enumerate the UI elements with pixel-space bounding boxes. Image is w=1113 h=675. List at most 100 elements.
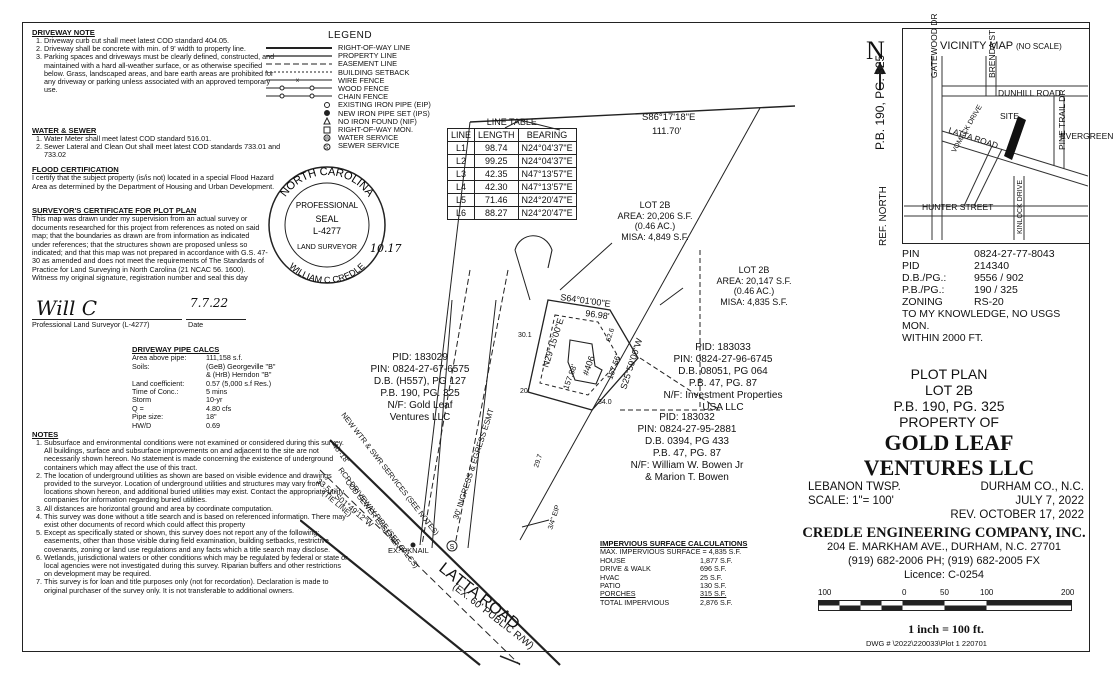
flood-text: I certify that the subject property (is/… — [32, 173, 275, 191]
list-item: This survey was done without a title sea… — [44, 512, 350, 529]
legend-item: EASEMENT LINE — [338, 59, 398, 69]
vicinity-title: VICINITY MAP (NO SCALE) — [940, 40, 1062, 52]
calc-label: PATIO — [600, 581, 621, 591]
table-cell: N24°20'47"E — [517, 206, 577, 220]
seal-hw-date: 10.17.22 — [370, 242, 402, 255]
knowledge-line: WITHIN 2000 FT. — [902, 332, 984, 344]
legend-item: SEWER SERVICE — [338, 141, 400, 151]
title-line: PLOT PLAN — [910, 366, 988, 382]
table-cell: N24°04'37"E — [517, 141, 577, 155]
dist-157a: 157.88' — [561, 363, 579, 391]
street-sub: (EX. 60' PUBLIC R/W) — [450, 582, 535, 652]
table-cell: L1 — [446, 141, 476, 155]
impervious-title: IMPERVIOUS SURFACE CALCULATIONS — [600, 539, 748, 548]
label-line: P.B. 47, PG. 87 — [688, 378, 758, 389]
info-value: 214340 — [974, 260, 1010, 272]
surveyor-title: SURVEYOR'S CERTIFICATE FOR PLOT PLAN — [32, 206, 197, 215]
table-cell: L6 — [446, 206, 476, 220]
label-line: LOT 2B — [639, 200, 671, 210]
notes-title: NOTES — [32, 430, 59, 439]
table-cell: 42.35 — [474, 167, 519, 181]
label-line: AREA: 20,206 S.F. — [617, 210, 693, 221]
company-phone: (919) 682-2006 PH; (919) 682-2005 FX — [847, 555, 1040, 567]
info-value: 190 / 325 — [974, 284, 1018, 296]
surveyor-text: This map was drawn under my supervision … — [32, 214, 268, 283]
map-street-gatewood: GATEWOOD DR — [929, 13, 939, 78]
legend-item: NO IRON FOUND (NIF) — [338, 116, 417, 126]
label-line: PID: 183032 — [659, 412, 715, 423]
label-line: PID: 183033 — [695, 342, 751, 353]
list-item: Wetlands, jurisdictional waters or other… — [44, 553, 350, 579]
knowledge-line: TO MY KNOWLEDGE, NO USGS MON. — [902, 308, 1061, 332]
calc-value: 130 S.F. — [700, 581, 727, 591]
title-line: PROPERTY OF — [899, 414, 999, 430]
scale-tick: 100 — [980, 588, 994, 597]
list-item: Driveway shall be concrete with min. of … — [44, 44, 282, 53]
seal-number: L-4277 — [313, 226, 341, 236]
list-item: Parking spaces and driveways must be cle… — [44, 53, 282, 94]
map-site: SITE — [1000, 111, 1019, 121]
svg-text:x: x — [296, 78, 299, 84]
legend-item: RIGHT-OF-WAY MON. — [338, 125, 413, 135]
impervious-max: MAX. IMPERVIOUS SURFACE = 4,835 S.F. — [600, 547, 742, 557]
map-street-kinlock: KINLOCK DRIVE — [1017, 179, 1024, 234]
label-line: LOT 2B — [738, 265, 770, 275]
column-header: BEARING — [517, 128, 577, 142]
revision-date: REV. OCTOBER 17, 2022 — [950, 509, 1084, 521]
eip-label: EX. PKNAIL — [388, 546, 429, 555]
info-label: PID — [902, 260, 920, 272]
owner-name-line1: GOLD LEAF — [884, 430, 1014, 455]
pb-side-label: P.B. 190, PG. 325 — [873, 54, 887, 150]
vicinity-title-text: VICINITY MAP — [940, 40, 1013, 52]
dist-20: 20' — [520, 388, 529, 395]
list-item: Water Meter shall meet latest COD standa… — [44, 134, 282, 143]
title-line: LOT 2B — [925, 382, 973, 398]
map-street-evergreen: EVERGREEN — [1060, 131, 1113, 141]
owner-name-line2: VENTURES LLC — [863, 455, 1035, 480]
label-line: (0.46 AC.) — [634, 221, 676, 231]
pid-183029-label: PID: 183029 PIN: 0824-27-67-6575 D.B. (H… — [345, 352, 495, 424]
legend-title: LEGEND — [328, 30, 373, 41]
legend-list: RIGHT-OF-WAY LINE PROPERTY LINE EASEMENT… — [338, 43, 431, 151]
calc-label: Area above pipe: — [132, 353, 187, 363]
legend-item: PROPERTY LINE — [338, 51, 397, 61]
legend-symbols: x W S — [266, 47, 332, 151]
scale-tick: 200 — [1061, 588, 1075, 597]
table-cell: 88.27 — [474, 206, 519, 220]
info-value: 0824-27-77-8043 — [974, 248, 1055, 260]
company-name: CREDLE ENGINEERING COMPANY, INC. — [802, 525, 1086, 541]
calc-label: HW/D — [132, 420, 152, 430]
scale-tick: 50 — [940, 588, 949, 597]
north-arrow-icon — [874, 62, 886, 90]
table-cell: 71.46 — [474, 193, 519, 207]
calc-value: 4.80 cfs — [206, 403, 232, 413]
tree-label: 3/4" EIP — [547, 504, 562, 531]
lot-distance: 96.98' — [585, 308, 611, 321]
house-number: #406 — [580, 354, 596, 376]
info-label: ZONING — [902, 296, 943, 308]
ref-north-label: REF. NORTH — [878, 186, 889, 246]
scale-text: 1 inch = 100 ft. — [908, 622, 984, 636]
scale-tick: 100 — [818, 588, 832, 597]
total-label: TOTAL IMPERVIOUS — [600, 597, 670, 607]
water-sewer-note: WATER & SEWER Water Meter shall meet lat… — [32, 126, 282, 160]
flood-title: FLOOD CERTIFICATION — [32, 165, 119, 174]
driveway-pipe-calcs: DRIVEWAY PIPE CALCS Area above pipe:111,… — [132, 345, 332, 430]
table-cell: N24°04'37"E — [517, 154, 577, 168]
info-value: 9556 / 902 — [974, 272, 1024, 284]
info-label: P.B./PG.: — [902, 284, 945, 296]
scale-tick: 0 — [902, 588, 907, 597]
impervious-calcs: IMPERVIOUS SURFACE CALCULATIONS MAX. IMP… — [600, 539, 795, 607]
list-item: The location of underground utilities as… — [44, 471, 350, 505]
drawing-border — [22, 22, 1090, 652]
calc-value: 5 mins — [206, 387, 228, 397]
vicinity-map — [902, 28, 1090, 244]
table-cell: L5 — [446, 193, 476, 207]
table-cell: L2 — [446, 154, 476, 168]
seal-mid-text: PROFESSIONAL — [296, 201, 359, 210]
map-street-brenda: BRENDA ST — [987, 29, 997, 78]
pipe-calcs-title: DRIVEWAY PIPE CALCS — [132, 345, 220, 354]
